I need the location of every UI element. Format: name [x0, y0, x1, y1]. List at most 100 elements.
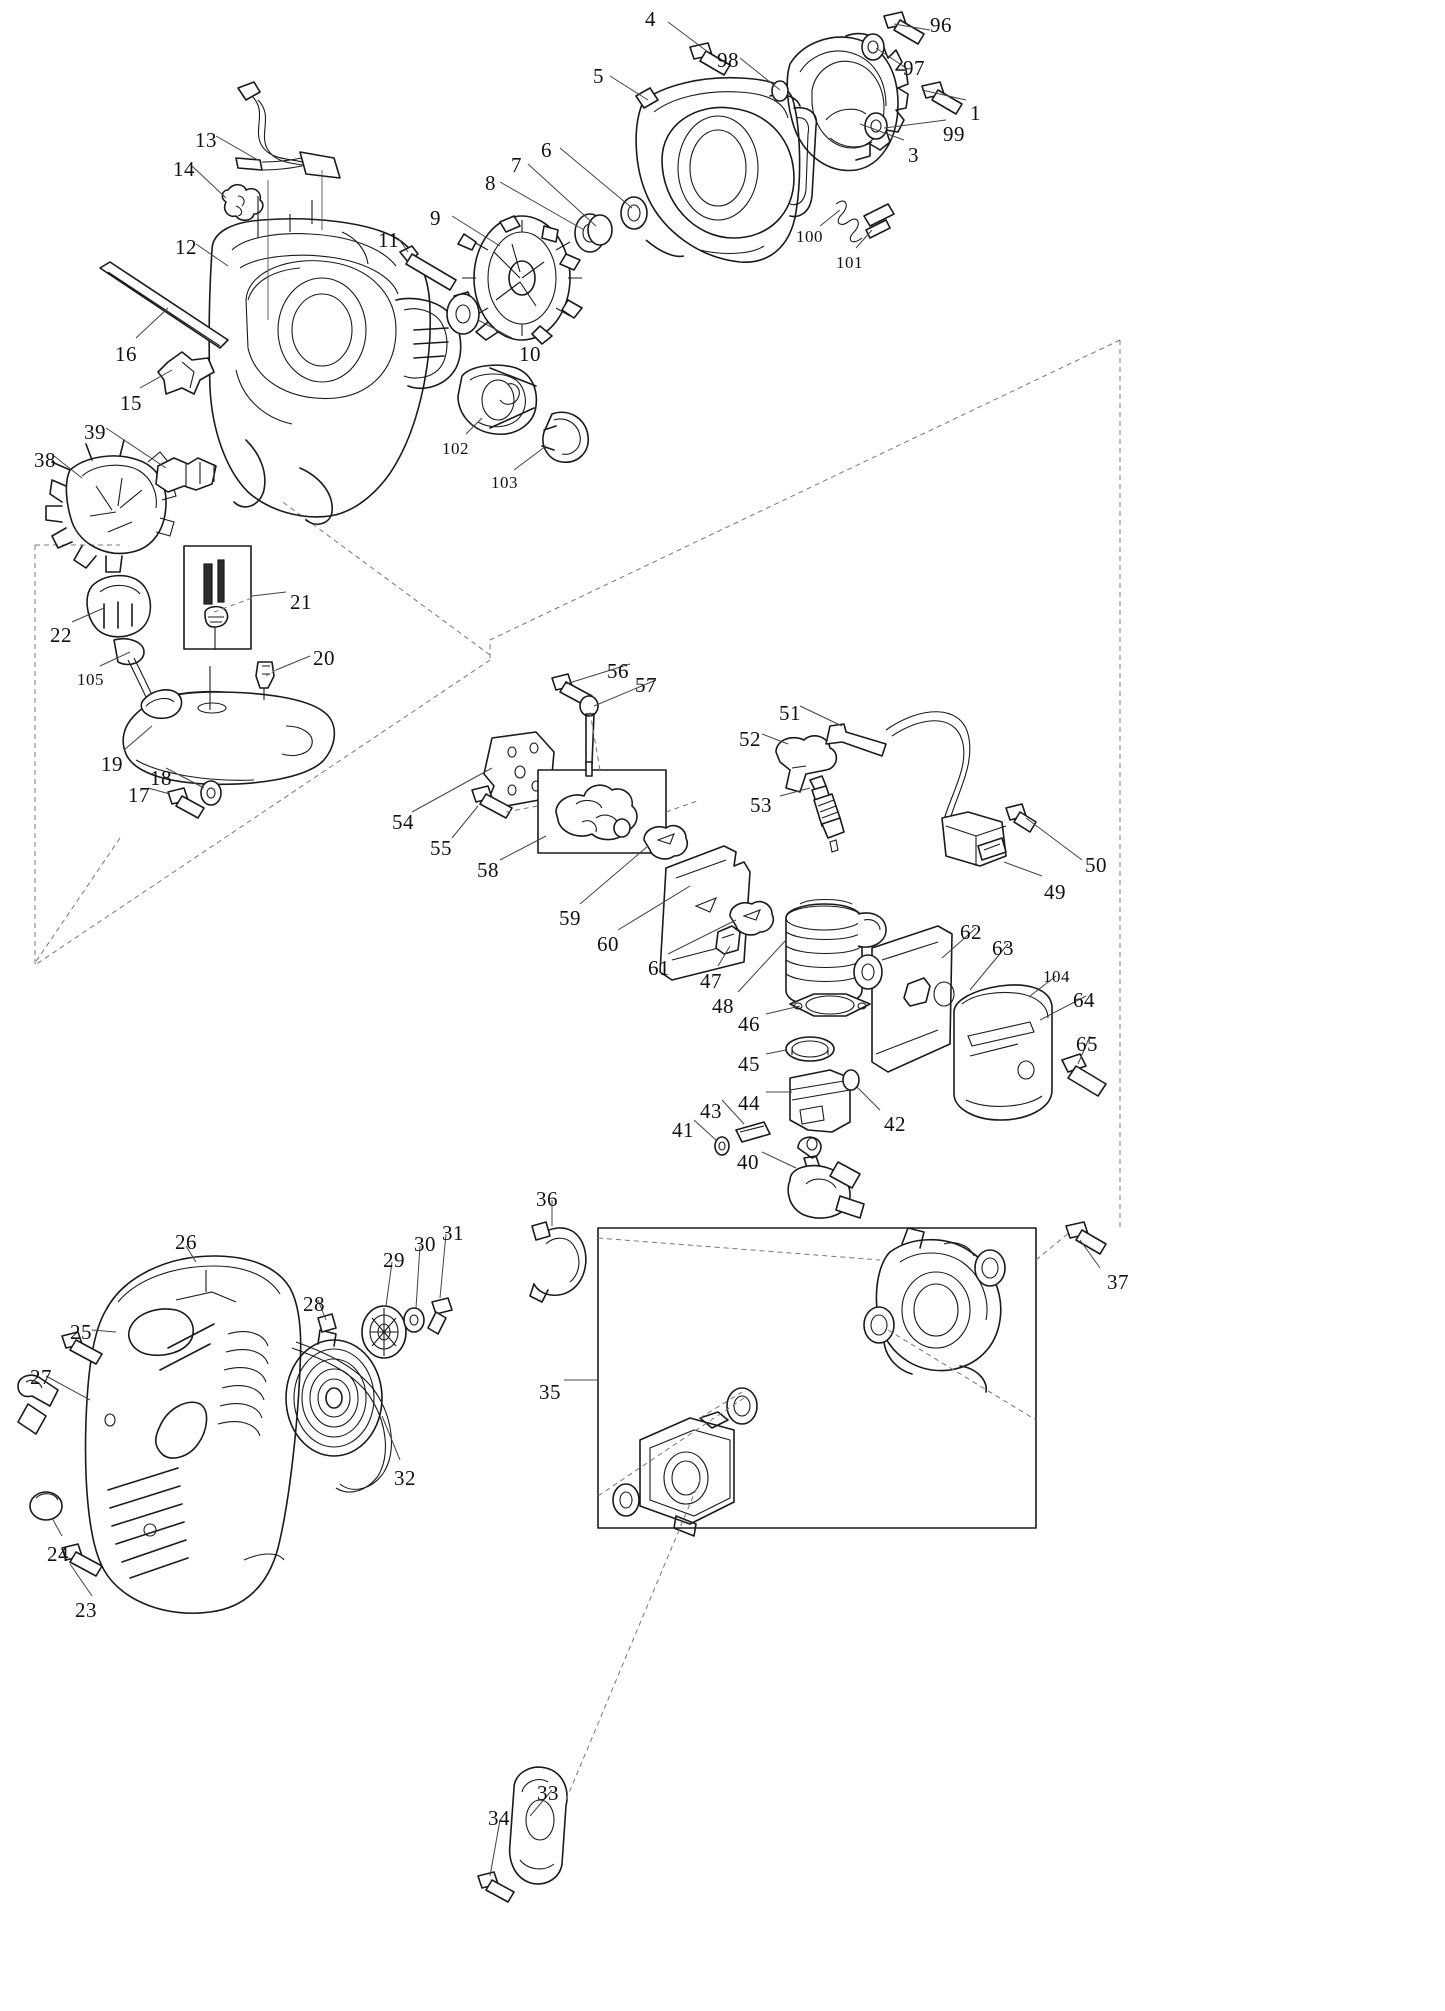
- throttle-rod-art: [551, 673, 599, 777]
- piston-art: [789, 1069, 860, 1133]
- bolt-11-art: [399, 245, 457, 291]
- callout-9: 9: [430, 206, 441, 230]
- callout-40: 40: [737, 1150, 759, 1174]
- callout-37: 37: [1107, 1270, 1129, 1294]
- callout-41: 41: [672, 1118, 694, 1142]
- clutch-drum-art: [457, 364, 589, 463]
- callout-65: 65: [1076, 1032, 1098, 1056]
- volute-housing-art: [635, 76, 818, 263]
- screw-55-art: [471, 785, 513, 819]
- ignition-lead-art: [235, 81, 341, 179]
- callout-101: 101: [836, 253, 863, 272]
- callout-22: 22: [50, 623, 72, 647]
- callout-27: 27: [30, 1365, 52, 1389]
- callout-58: 58: [477, 858, 499, 882]
- cylinder-gasket-art: [789, 993, 871, 1017]
- callout-47: 47: [700, 969, 722, 993]
- callout-48: 48: [712, 994, 734, 1018]
- callout-51: 51: [779, 701, 801, 725]
- callout-100: 100: [796, 227, 823, 246]
- callout-104: 104: [1043, 967, 1070, 986]
- callout-15: 15: [120, 391, 142, 415]
- ignition-coil-art: [885, 711, 1037, 867]
- callout-105: 105: [77, 670, 104, 689]
- callout-24: 24: [47, 1542, 69, 1566]
- callout-19: 19: [101, 752, 123, 776]
- callout-13: 13: [195, 128, 217, 152]
- clip-36-art: [529, 1221, 587, 1303]
- callout-59: 59: [559, 906, 581, 930]
- carburetor-inset-art: [537, 769, 667, 854]
- callout-63: 63: [992, 936, 1014, 960]
- callout-97: 97: [903, 56, 925, 80]
- callout-64: 64: [1073, 988, 1095, 1012]
- fuel-filter-inset-art: [183, 545, 252, 650]
- callout-44: 44: [738, 1091, 760, 1115]
- callout-57: 57: [635, 673, 657, 697]
- spark-plug-art: [809, 775, 845, 853]
- callout-23: 23: [75, 1598, 97, 1622]
- starter-rope-art: [291, 1341, 392, 1493]
- callout-29: 29: [383, 1248, 405, 1272]
- fasteners-17-18: [167, 780, 222, 819]
- bolt-37-art: [1065, 1221, 1107, 1255]
- callout-50: 50: [1085, 853, 1107, 877]
- group-boundary-upper: [34, 339, 1121, 1230]
- muffler-cover-art: [853, 925, 955, 1073]
- callout-49: 49: [1044, 880, 1066, 904]
- recoil-starter-art: [285, 1313, 383, 1457]
- callout-103: 103: [491, 473, 518, 492]
- callout-4: 4: [645, 7, 656, 31]
- crankcase-box-art: [597, 1227, 1037, 1537]
- engine-cover-art: [84, 1255, 302, 1614]
- callout-35: 35: [539, 1380, 561, 1404]
- callout-11: 11: [378, 228, 400, 252]
- callout-33: 33: [537, 1781, 559, 1805]
- callout-25: 25: [70, 1320, 92, 1344]
- callout-8: 8: [485, 171, 496, 195]
- callout-3: 3: [908, 143, 919, 167]
- cylinder-art: [785, 898, 887, 1007]
- fan-impeller-art: [453, 215, 583, 345]
- callout-12: 12: [175, 235, 197, 259]
- callout-96: 96: [930, 13, 952, 37]
- callout-20: 20: [313, 646, 335, 670]
- callout-28: 28: [303, 1292, 325, 1316]
- callout-56: 56: [607, 659, 629, 683]
- callout-18: 18: [150, 766, 172, 790]
- flywheel-art: [45, 439, 177, 573]
- clamp-art: [157, 351, 215, 395]
- callout-31: 31: [442, 1221, 464, 1245]
- callout-38: 38: [34, 448, 56, 472]
- crankcase-cover-art: [208, 170, 462, 525]
- callout-10: 10: [519, 342, 541, 366]
- callout-42: 42: [884, 1112, 906, 1136]
- fastener-set-678: [574, 196, 648, 253]
- grommet-art: [221, 183, 264, 222]
- leader-lines: [45, 21, 1101, 1877]
- callout-21: 21: [290, 590, 312, 614]
- insulator-plate-art: [483, 731, 555, 807]
- callout-1: 1: [970, 101, 981, 125]
- spark-plug-cap-art: [155, 457, 217, 493]
- callout-46: 46: [738, 1012, 760, 1036]
- crankshaft-art: [787, 1136, 865, 1219]
- fuel-filter-20-art: [255, 661, 275, 700]
- piston-ring-art: [785, 1036, 835, 1062]
- callout-6: 6: [541, 138, 552, 162]
- callout-17: 17: [128, 783, 150, 807]
- callout-7: 7: [511, 153, 522, 177]
- fan-cover-art: [786, 32, 909, 172]
- callout-36: 36: [536, 1187, 558, 1211]
- callout-5: 5: [593, 64, 604, 88]
- callout-43: 43: [700, 1099, 722, 1123]
- callout-39: 39: [84, 420, 106, 444]
- callout-60: 60: [597, 932, 619, 956]
- rod-art: [99, 261, 229, 349]
- callout-99: 99: [943, 122, 965, 146]
- callout-55: 55: [430, 836, 452, 860]
- spring-shaft-art: [835, 200, 895, 243]
- callout-98: 98: [717, 48, 739, 72]
- callout-61: 61: [648, 956, 670, 980]
